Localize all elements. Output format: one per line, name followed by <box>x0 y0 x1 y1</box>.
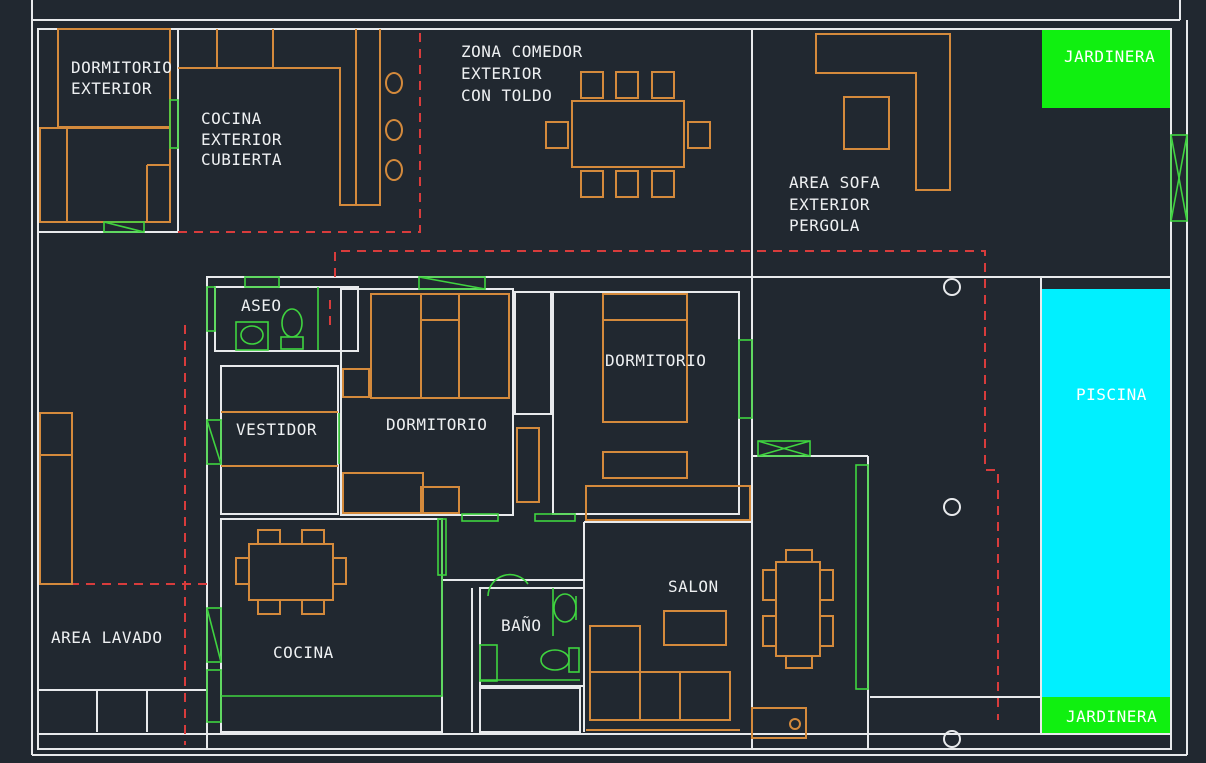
label-jardinera-bottom: JARDINERA <box>1066 707 1157 726</box>
label-salon: SALON <box>668 577 719 596</box>
label-area-lavado: AREA LAVADO <box>51 628 162 647</box>
label-zona-comedor-1: ZONA COMEDOR <box>461 42 583 61</box>
furniture <box>39 28 951 739</box>
outer-walls <box>31 0 1188 756</box>
label-bano: BAÑO <box>501 616 542 635</box>
label-cocina-exterior-2: EXTERIOR <box>201 130 282 149</box>
windows-fixtures <box>103 99 1188 723</box>
planter-top <box>1042 30 1171 108</box>
label-cocina: COCINA <box>273 643 334 662</box>
bano-toilet-icon <box>540 647 580 673</box>
label-piscina: PISCINA <box>1076 385 1147 404</box>
label-aseo: ASEO <box>241 296 282 315</box>
dashed-outlines <box>70 30 999 745</box>
columns <box>943 278 961 748</box>
room-labels: DORMITORIO EXTERIOR COCINA EXTERIOR CUBI… <box>51 42 1157 726</box>
label-dormitorio-2: DORMITORIO <box>605 351 706 370</box>
label-dormitorio-1: DORMITORIO <box>386 415 487 434</box>
label-cocina-exterior-1: COCINA <box>201 109 262 128</box>
bano-sink-icon <box>553 593 577 623</box>
label-cocina-exterior-3: CUBIERTA <box>201 150 282 169</box>
house-walls <box>38 276 1041 750</box>
aseo-sink-icon <box>235 321 269 351</box>
label-dormitorio-exterior-2: EXTERIOR <box>71 79 152 98</box>
label-vestidor: VESTIDOR <box>236 420 317 439</box>
label-dormitorio-exterior-1: DORMITORIO <box>71 58 172 77</box>
label-jardinera-top: JARDINERA <box>1064 47 1155 66</box>
label-area-sofa-1: AREA SOFA <box>789 173 880 192</box>
label-area-sofa-2: EXTERIOR <box>789 195 870 214</box>
label-zona-comedor-2: EXTERIOR <box>461 64 542 83</box>
aseo-toilet-icon <box>280 308 304 350</box>
pool-area <box>1042 289 1171 697</box>
planter-bottom <box>1042 697 1171 733</box>
label-zona-comedor-3: CON TOLDO <box>461 86 552 105</box>
label-area-sofa-3: PERGOLA <box>789 216 860 235</box>
